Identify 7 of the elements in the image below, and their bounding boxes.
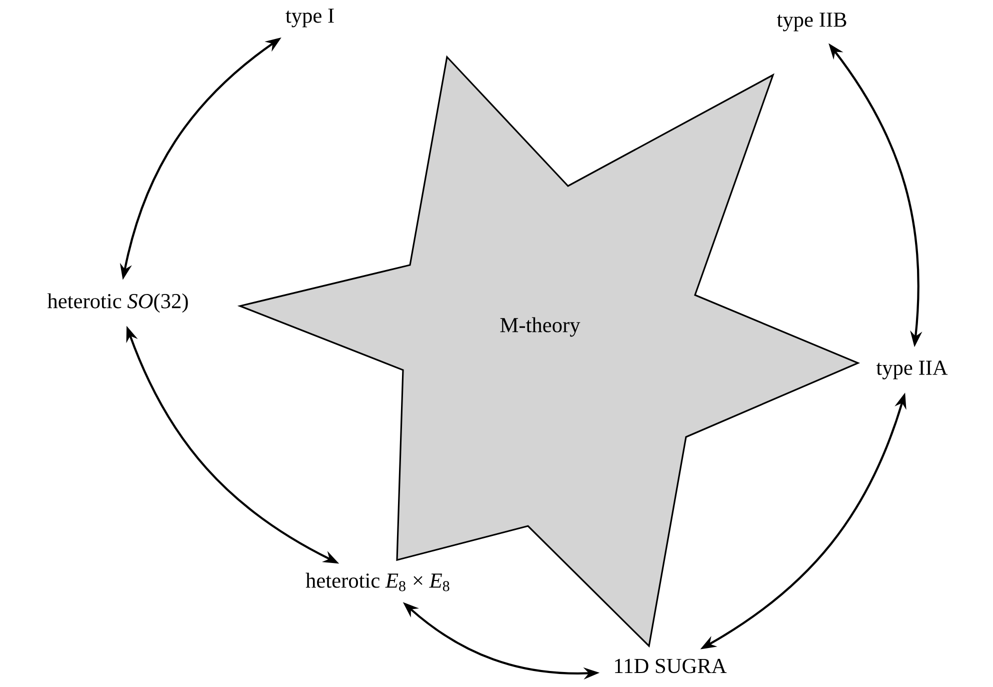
theory-label: type IIB [776,12,846,32]
theory-label: type IIA [876,360,948,380]
theory-label: 11D SUGRA [615,658,727,674]
theory-label: heterotic SO(32) [47,293,188,313]
star-label: M-theory [500,317,580,337]
theory-label: heterotic E$_{8}$ × E$_{8}$ [306,572,450,592]
theory-label: type I [286,8,334,28]
